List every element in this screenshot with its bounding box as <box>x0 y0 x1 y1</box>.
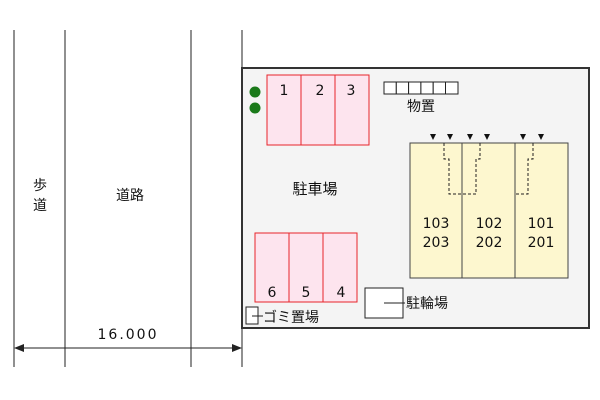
parking-space-4 <box>322 232 358 303</box>
parking-number: 6 <box>268 285 277 301</box>
road-label: 道路 <box>116 188 144 204</box>
storage-label: 物置 <box>407 99 435 115</box>
arrow-left-icon <box>14 344 24 352</box>
parking-number: 3 <box>347 83 356 99</box>
parking-space-3 <box>334 74 370 146</box>
unit-number: 203 <box>423 235 450 251</box>
unit-number: 102 <box>476 216 503 232</box>
storage-units <box>383 81 459 95</box>
unit-number: 201 <box>528 235 555 251</box>
stair-path <box>443 143 534 195</box>
arrow-right-icon <box>232 344 242 352</box>
entrance-markers <box>430 134 544 140</box>
tree-icon <box>249 86 261 98</box>
unit-number: 103 <box>423 216 450 232</box>
unit-102-202 <box>461 142 516 279</box>
parking-number: 4 <box>337 285 346 301</box>
unit-number: 101 <box>528 216 555 232</box>
parking-number: 5 <box>302 285 311 301</box>
tree-icon <box>249 102 261 114</box>
sidewalk-char-1: 歩 <box>33 178 47 194</box>
parking-number: 1 <box>280 83 289 99</box>
sidewalk-char-2: 道 <box>33 198 47 214</box>
dimension-label: 16.000 <box>98 327 159 343</box>
garbage-label: ゴミ置場 <box>263 309 319 326</box>
parking-space-6 <box>254 232 290 303</box>
parking-label: 駐車場 <box>292 180 337 198</box>
bike-parking-label: 駐輪場 <box>406 295 448 312</box>
parking-space-1 <box>266 74 302 146</box>
parking-number: 2 <box>316 83 325 99</box>
unit-number: 202 <box>476 235 503 251</box>
unit-101-201 <box>514 142 569 279</box>
unit-103-203 <box>409 142 463 279</box>
parking-space-2 <box>300 74 336 146</box>
